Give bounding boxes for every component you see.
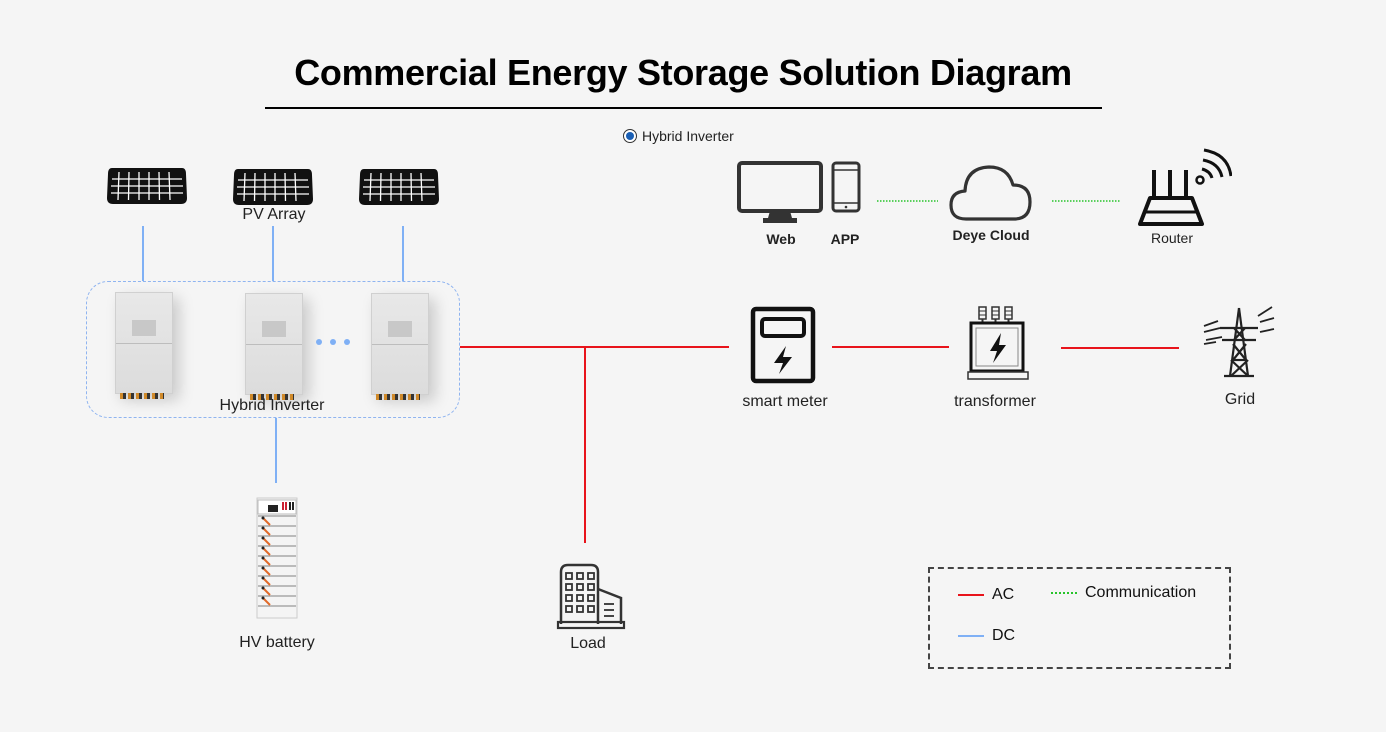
building-icon (556, 563, 626, 630)
monitor-icon (737, 161, 823, 223)
legend-label: DC (992, 627, 1016, 644)
hv-battery-label: HV battery (239, 634, 315, 651)
web-label: Web (766, 231, 796, 247)
hybrid-inverter-radio[interactable]: Hybrid Inverter (623, 128, 734, 144)
legend (928, 567, 1231, 669)
hv-battery-icon (256, 497, 298, 619)
hybrid-inverter-unit (371, 293, 429, 400)
smartphone-icon (831, 161, 861, 213)
legend-item-ac: AC (958, 586, 1014, 604)
communication-line-swatch (1051, 592, 1077, 594)
solar-panel-icon (233, 169, 313, 205)
power-tower-icon (1203, 306, 1275, 378)
hybrid-inverter-label: Hybrid Inverter (219, 397, 325, 414)
solar-panel-icon (107, 168, 187, 204)
dc-line-swatch (958, 635, 984, 637)
app-label: APP (830, 231, 860, 247)
radio-button-icon[interactable] (623, 129, 637, 143)
hybrid-inverter-unit (115, 292, 173, 399)
smart-meter-label: smart meter (742, 393, 828, 410)
transformer-icon (967, 306, 1029, 380)
hybrid-inverter-group (86, 281, 460, 418)
deye-cloud-label: Deye Cloud (952, 227, 1030, 243)
smart-meter-icon (750, 306, 816, 384)
grid-label: Grid (1224, 391, 1256, 408)
legend-label: Communication (1085, 584, 1197, 601)
cloud-icon (949, 165, 1032, 221)
transformer-label: transformer (954, 393, 1036, 410)
router-icon (1138, 148, 1232, 226)
ac-line-swatch (958, 594, 984, 596)
load-label: Load (570, 635, 606, 652)
solar-panel-icon (359, 169, 439, 205)
radio-label: Hybrid Inverter (642, 128, 734, 144)
page-title: Commercial Energy Storage Solution Diagr… (294, 52, 1072, 93)
legend-item-dc: DC (958, 627, 1015, 645)
legend-item-communication: Communication (1051, 584, 1196, 602)
router-label: Router (1150, 230, 1194, 246)
hybrid-inverter-unit (245, 293, 303, 400)
legend-label: AC (992, 586, 1015, 603)
pv-array-label: PV Array (242, 206, 306, 223)
title-divider (265, 107, 1102, 109)
more-units-ellipsis (316, 339, 350, 345)
